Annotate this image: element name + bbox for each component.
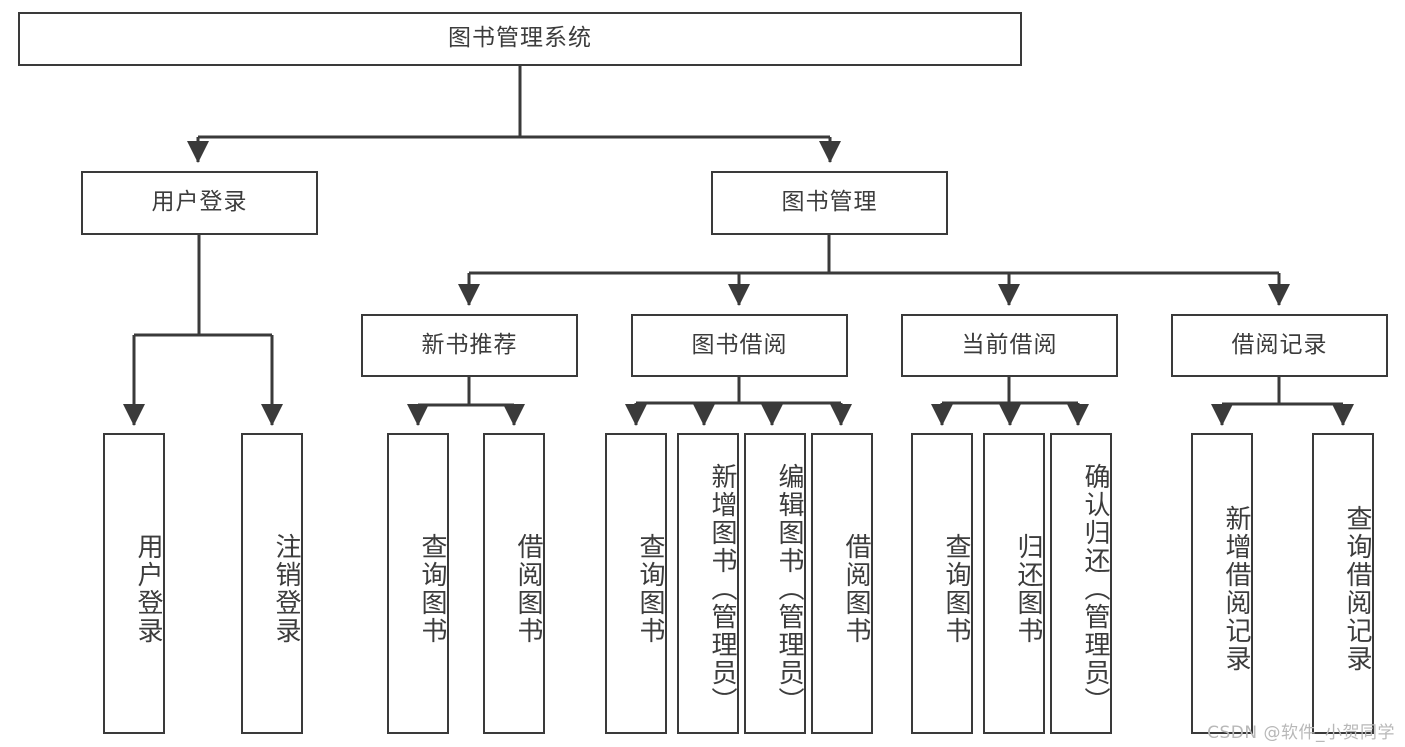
node-current-borrow[interactable]: 当前借阅 — [901, 314, 1118, 377]
node-book-management[interactable]: 图书管理 — [711, 171, 948, 235]
node-root[interactable]: 图书管理系统 — [18, 12, 1022, 66]
leaf-book-borrow-query-book[interactable]: 查询图书 — [605, 433, 667, 734]
leaf-current-borrow-confirm-return[interactable]: 确认归还（管理员） — [1050, 433, 1112, 734]
leaf-book-borrow-add-book[interactable]: 新增图书（管理员） — [677, 433, 739, 734]
node-borrow-record[interactable]: 借阅记录 — [1171, 314, 1388, 377]
leaf-current-borrow-query-book[interactable]: 查询图书 — [911, 433, 973, 734]
node-new-book-recommend[interactable]: 新书推荐 — [361, 314, 578, 377]
leaf-current-borrow-return-book[interactable]: 归还图书 — [983, 433, 1045, 734]
leaf-user-login-logout[interactable]: 注销登录 — [241, 433, 303, 734]
leaf-book-borrow-borrow-book[interactable]: 借阅图书 — [811, 433, 873, 734]
leaf-borrow-record-query-record[interactable]: 查询借阅记录 — [1312, 433, 1374, 734]
leaf-user-login-login[interactable]: 用户登录 — [103, 433, 165, 734]
leaf-new-book-query-book[interactable]: 查询图书 — [387, 433, 449, 734]
node-user-login[interactable]: 用户登录 — [81, 171, 318, 235]
watermark-text: CSDN @软件_小贺同学 — [1207, 723, 1395, 743]
node-book-borrow[interactable]: 图书借阅 — [631, 314, 848, 377]
leaf-borrow-record-add-record[interactable]: 新增借阅记录 — [1191, 433, 1253, 734]
leaf-new-book-borrow-book[interactable]: 借阅图书 — [483, 433, 545, 734]
leaf-book-borrow-edit-book[interactable]: 编辑图书（管理员） — [744, 433, 806, 734]
